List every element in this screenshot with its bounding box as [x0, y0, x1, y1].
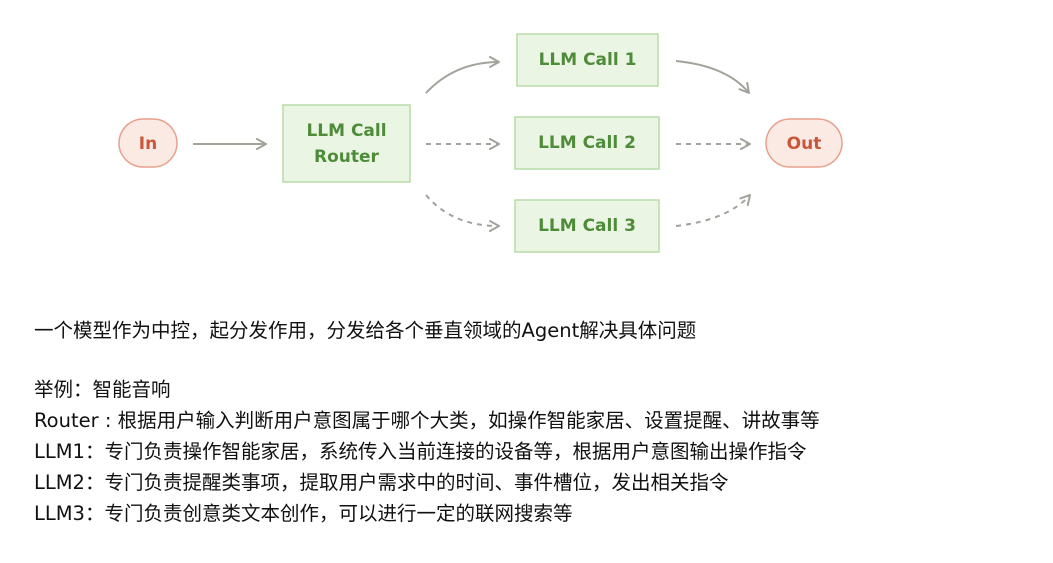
out-node: Out — [765, 118, 843, 168]
llm-call-1-node: LLM Call 1 — [516, 33, 659, 87]
example-text-block: 举例：智能音响 Router : 根据用户输入判断用户意图属于哪个大类，如操作智… — [34, 374, 820, 529]
router-node-label-line2: Router — [314, 147, 380, 167]
arrow-call1-to-out — [675, 60, 750, 94]
example-title: 举例：智能音响 — [34, 378, 171, 401]
arrow-call3-to-out — [675, 194, 751, 227]
summary-line: 一个模型作为中控，起分发作用，分发给各个垂直领域的Agent解决具体问题 — [34, 319, 697, 342]
llm-call-1-label: LLM Call 1 — [539, 50, 637, 70]
summary-text-block: 一个模型作为中控，起分发作用，分发给各个垂直领域的Agent解决具体问题 — [34, 315, 696, 346]
llm-call-2-node: LLM Call 2 — [514, 116, 660, 170]
llm-call-2-label: LLM Call 2 — [538, 133, 636, 153]
llm-call-3-label: LLM Call 3 — [538, 216, 636, 236]
llm2-description: LLM2：专门负责提醒类事项，提取用户需求中的时间、事件槽位，发出相关指令 — [34, 471, 729, 494]
llm3-description: LLM3：专门负责创意类文本创作，可以进行一定的联网搜索等 — [34, 502, 573, 525]
router-node-label-line1: LLM Call — [306, 121, 386, 141]
routing-workflow-diagram: In LLM Call Router LLM Call 1 LLM Call 2 — [118, 33, 843, 253]
llm-call-3-node: LLM Call 3 — [514, 199, 660, 253]
router-description: Router : 根据用户输入判断用户意图属于哪个大类，如操作智能家居、设置提醒… — [34, 409, 820, 432]
out-node-label: Out — [787, 134, 822, 154]
llm1-description: LLM1：专门负责操作智能家居，系统传入当前连接的设备等，根据用户意图输出操作指… — [34, 440, 807, 463]
arrow-router-to-call1 — [425, 56, 500, 94]
in-node-label: In — [139, 134, 157, 154]
router-node: LLM Call Router — [282, 104, 411, 183]
arrow-router-to-call3 — [425, 194, 500, 232]
in-node: In — [118, 118, 178, 168]
